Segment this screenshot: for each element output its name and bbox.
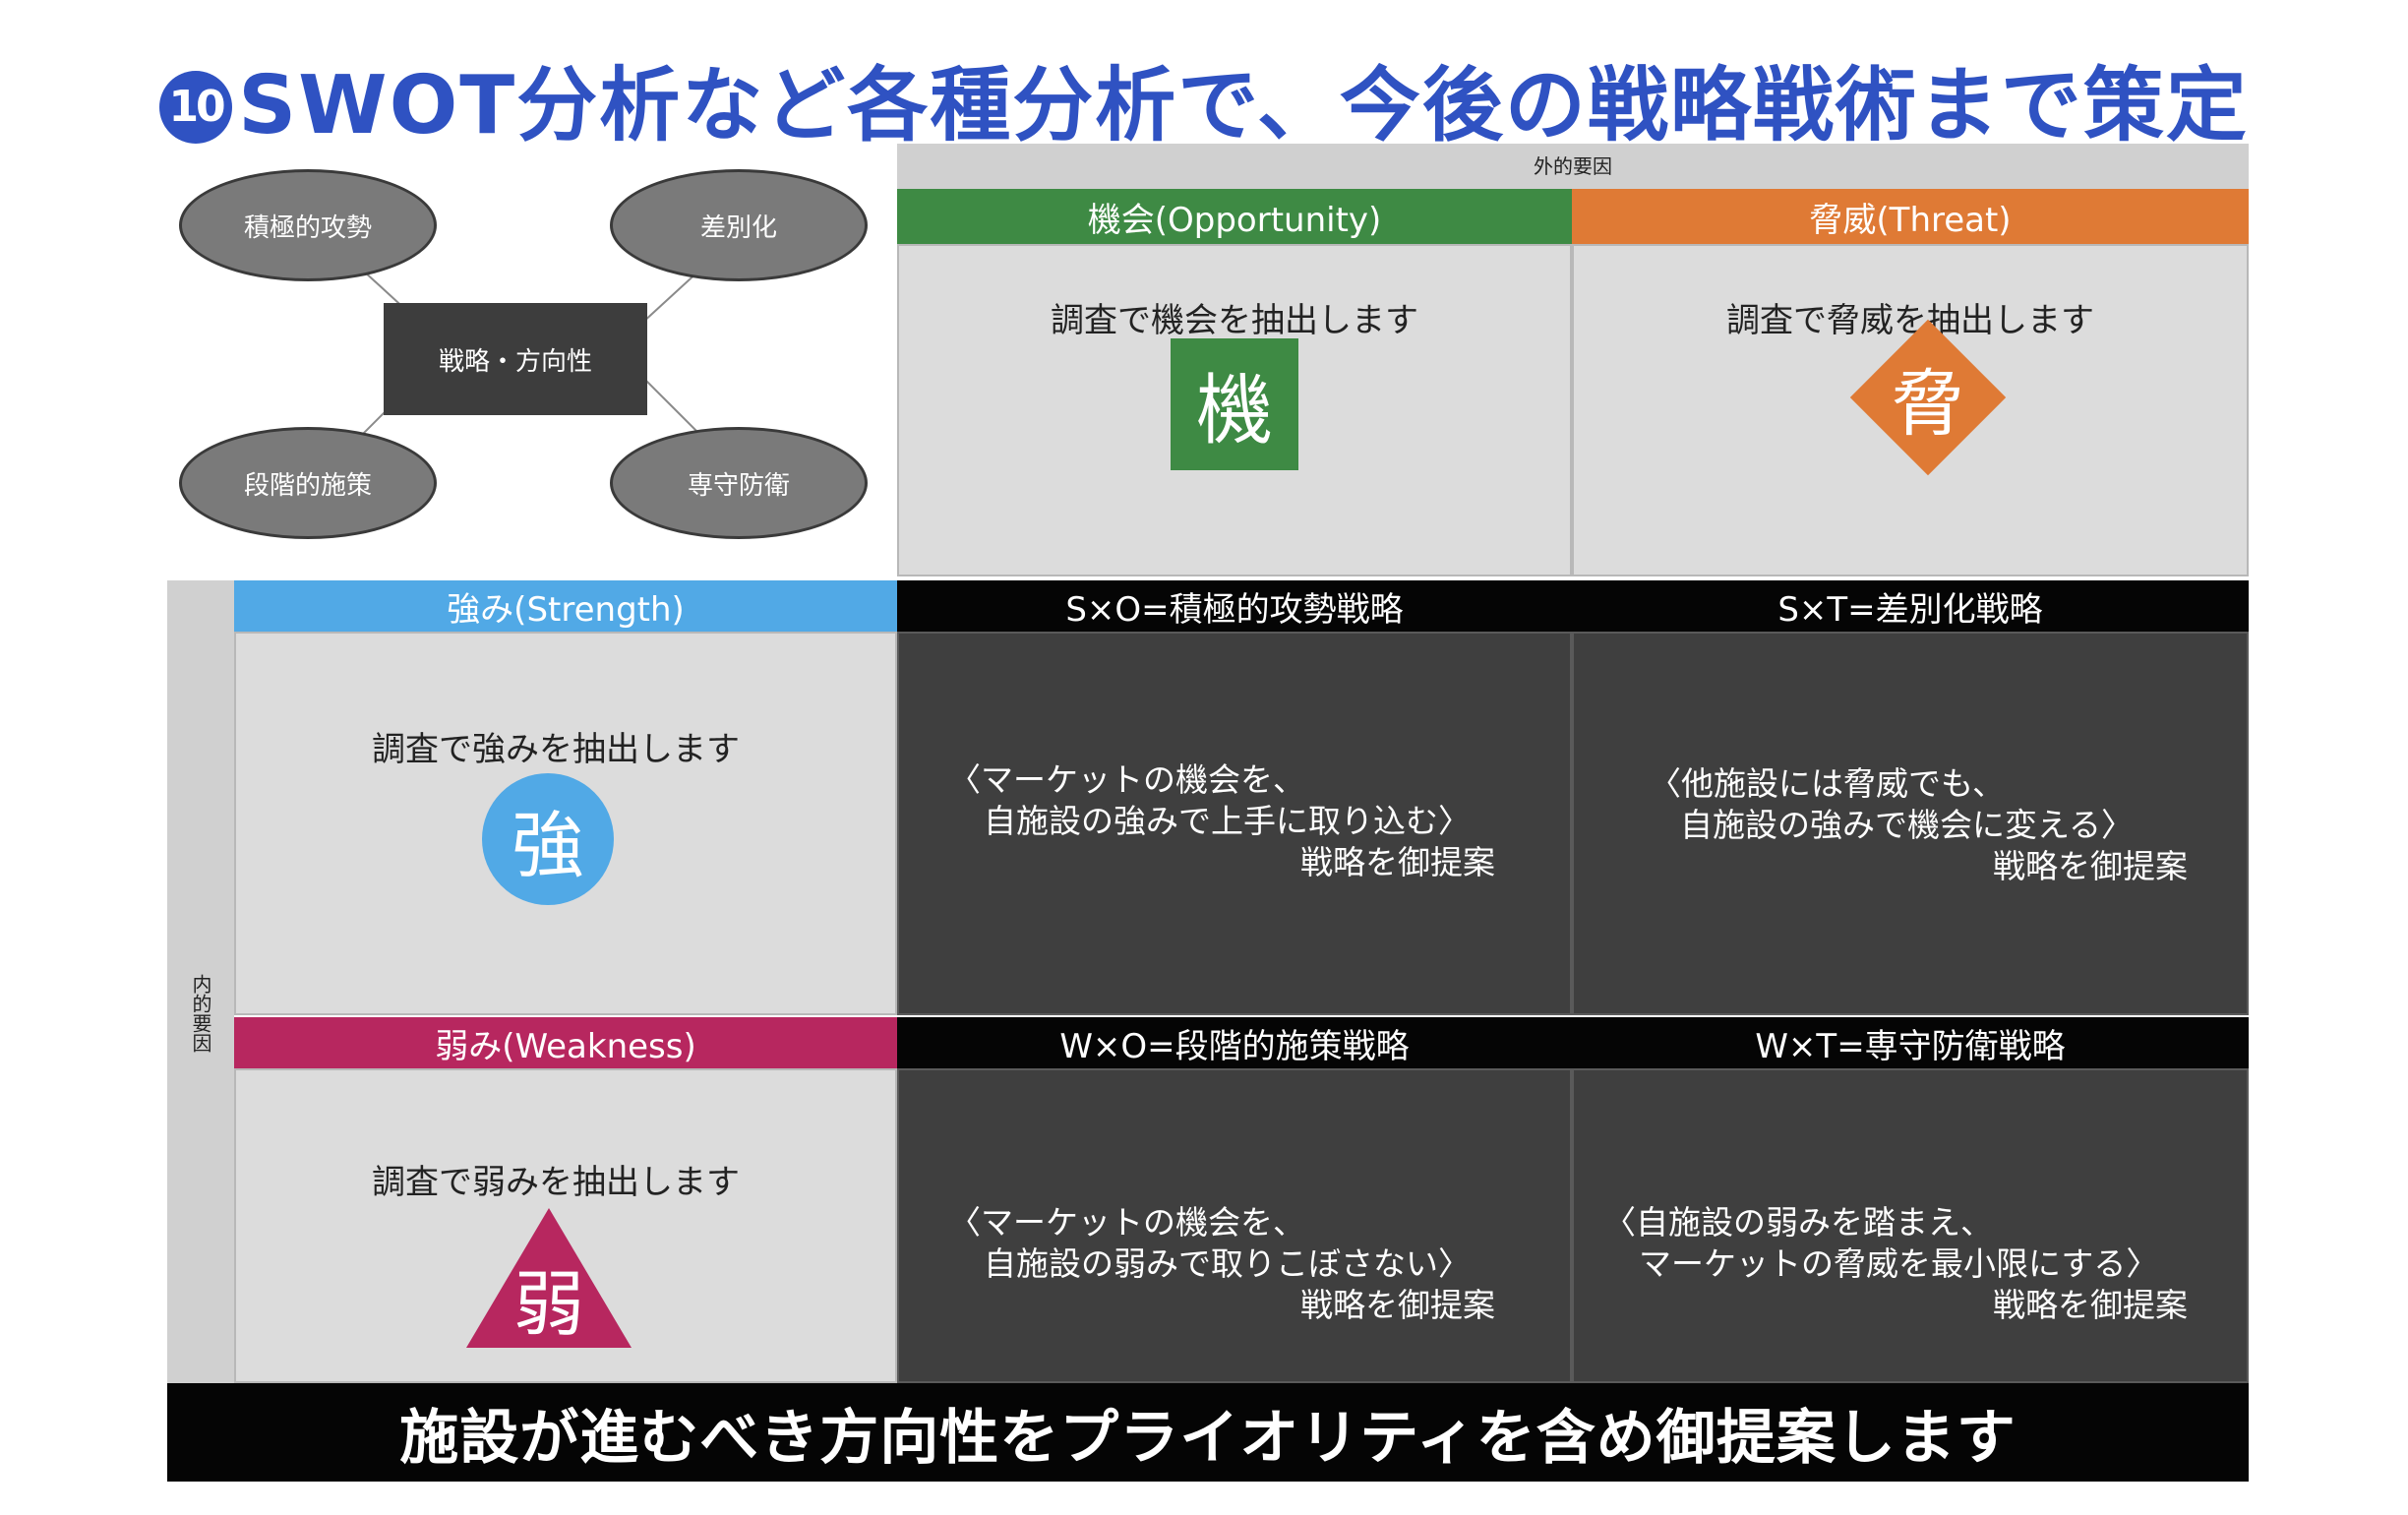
wt-line1: 〈自施設の弱みを踏まえ、 (1603, 1203, 1993, 1242)
so-line1: 〈マーケットの機会を、 (948, 760, 1305, 799)
mindmap-node-differentiation: 差別化 (610, 169, 868, 281)
st-cell: 〈他施設には脅威でも、 自施設の強みで機会に変える〉 戦略を御提案 (1572, 632, 2249, 1015)
opportunity-header: 機会(Opportunity) (897, 189, 1572, 244)
wo-line2: 自施設の弱みで取りこぼさない〉 (984, 1244, 1471, 1283)
weakness-glyph: 弱 (512, 1262, 584, 1346)
wo-line3: 戦略を御提案 (1300, 1286, 1495, 1324)
so-line2: 自施設の強みで上手に取り込む〉 (984, 802, 1471, 840)
threat-header: 脅威(Threat) (1572, 189, 2249, 244)
so-cell: 〈マーケットの機会を、 自施設の強みで上手に取り込む〉 戦略を御提案 (897, 632, 1572, 1015)
weakness-text: 調査で弱みを抽出します (372, 1163, 740, 1202)
wo-cell: 〈マーケットの機会を、 自施設の弱みで取りこぼさない〉 戦略を御提案 (897, 1068, 1572, 1383)
opportunity-text: 調査で機会を抽出します (1051, 301, 1418, 340)
wt-cell: 〈自施設の弱みを踏まえ、 マーケットの脅威を最小限にする〉 戦略を御提案 (1572, 1068, 2249, 1383)
wo-line1: 〈マーケットの機会を、 (948, 1203, 1305, 1242)
so-line3: 戦略を御提案 (1300, 843, 1495, 881)
strength-text: 調査で強みを抽出します (372, 730, 740, 769)
st-line2: 自施設の強みで機会に変える〉 (1680, 806, 2135, 844)
strength-cell: 調査で強みを抽出します 強 (234, 632, 897, 1015)
mindmap: 積極的攻勢 差別化 段階的施策 専守防衛 戦略・方向性 (177, 167, 885, 541)
weakness-cell: 調査で弱みを抽出します 弱 (234, 1068, 897, 1383)
mindmap-node-defense: 専守防衛 (610, 427, 868, 539)
weakness-icon: 弱 (462, 1204, 635, 1352)
opportunity-cell: 調査で機会を抽出します 機 (897, 244, 1572, 576)
so-header: S×O=積極的攻勢戦略 (897, 580, 1572, 632)
threat-glyph: 脅 (1892, 361, 1964, 447)
st-line1: 〈他施設には脅威でも、 (1649, 764, 2006, 803)
internal-factors-label: 内的要因 (189, 974, 212, 1053)
footer-banner: 施設が進むべき方向性をプライオリティを含め御提案します (167, 1383, 2249, 1482)
threat-cell: 調査で脅威を抽出します 脅 (1572, 244, 2249, 576)
strength-icon: 強 (482, 773, 614, 905)
wt-line3: 戦略を御提案 (1993, 1286, 2188, 1324)
title-text: SWOT分析など各種分析で、今後の戦略戦術まで策定 (238, 59, 2249, 152)
threat-text: 調査で脅威を抽出します (1726, 301, 2094, 340)
internal-factors-band: 内的要因 (167, 580, 234, 1383)
external-factors-band: 外的要因 (897, 144, 2249, 189)
threat-icon: 脅 (1849, 319, 2007, 476)
title-number-badge: 10 (159, 71, 233, 144)
weakness-triangle-shape (466, 1208, 632, 1348)
st-header: S×T=差別化戦略 (1572, 580, 2249, 632)
mindmap-node-aggressive: 積極的攻勢 (179, 169, 437, 281)
opportunity-icon: 機 (1171, 338, 1298, 470)
wo-header: W×O=段階的施策戦略 (897, 1017, 1572, 1068)
st-line3: 戦略を御提案 (1993, 847, 2188, 885)
strength-header: 強み(Strength) (234, 580, 897, 632)
wt-line2: マーケットの脅威を最小限にする〉 (1639, 1244, 2159, 1283)
mindmap-center: 戦略・方向性 (384, 303, 647, 415)
mindmap-node-gradual: 段階的施策 (179, 427, 437, 539)
wt-header: W×T=専守防衛戦略 (1572, 1017, 2249, 1068)
weakness-header: 弱み(Weakness) (234, 1017, 897, 1068)
